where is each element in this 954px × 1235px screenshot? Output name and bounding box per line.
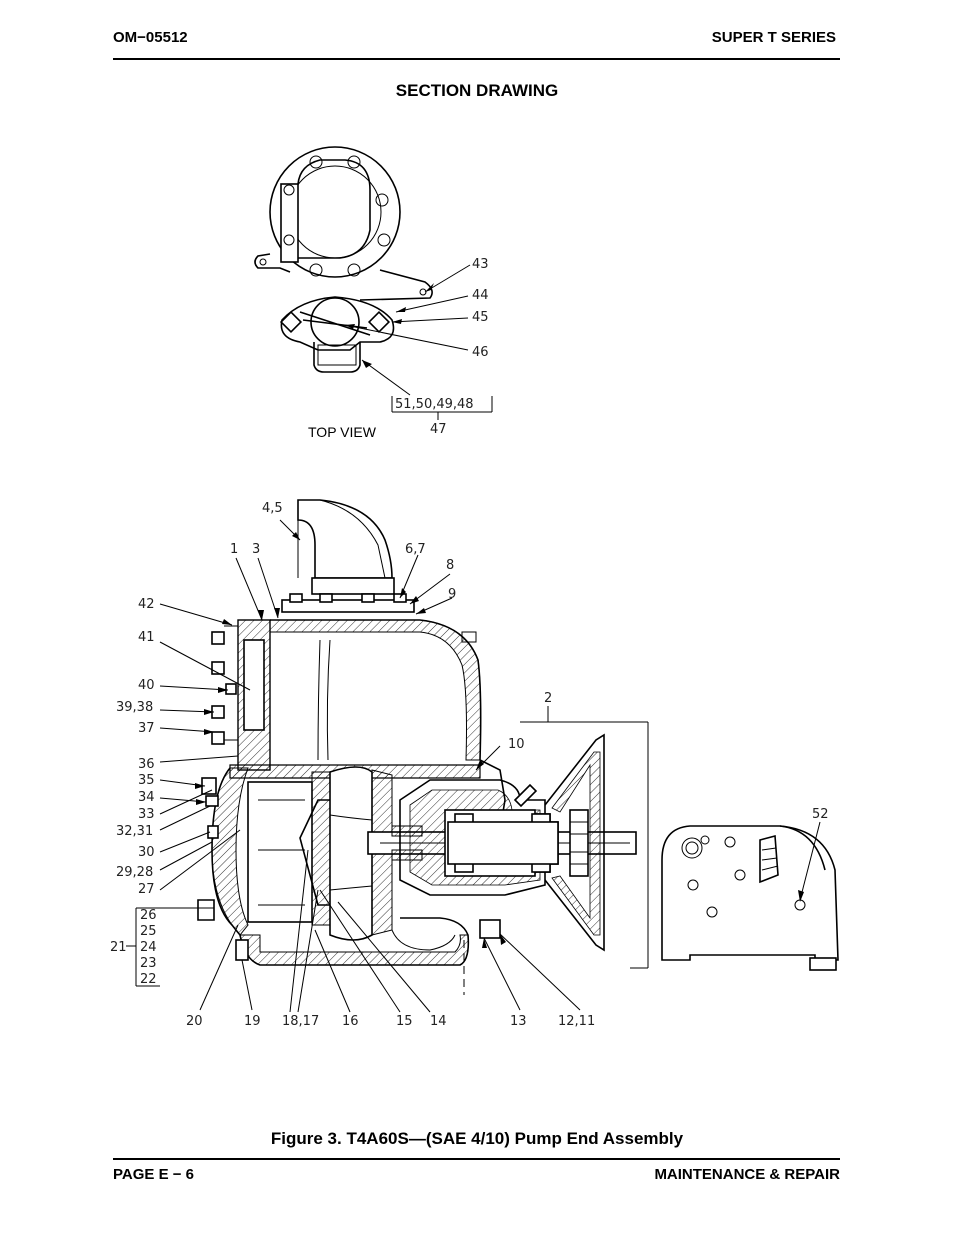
callout-46: 46 — [472, 345, 489, 360]
top-view-drawing — [254, 146, 493, 420]
callout-20: 20 — [186, 1014, 203, 1029]
section-leaders — [126, 519, 581, 1013]
section-title: SECTION DRAWING — [395, 81, 559, 100]
callout-23: 23 — [140, 956, 157, 971]
callout-19: 19 — [244, 1014, 261, 1029]
page-number: PAGE E − 6 — [113, 1166, 195, 1183]
callout-30: 30 — [138, 845, 155, 860]
callout-8: 8 — [446, 558, 454, 573]
doc-number: OM−05512 — [113, 29, 188, 46]
callout-39-38: 39,38 — [116, 700, 153, 715]
callout-26: 26 — [140, 908, 157, 923]
callout-15: 15 — [396, 1014, 413, 1029]
header-rule — [113, 58, 840, 60]
side-view-drawing — [661, 821, 839, 971]
callout-40: 40 — [138, 678, 155, 693]
callout-21: 21 — [110, 940, 127, 955]
figure-caption: Figure 3. T4A60S—(SAE 4/10) Pump End Ass… — [270, 1129, 684, 1148]
callout-37: 37 — [138, 721, 155, 736]
callout-25: 25 — [140, 924, 157, 939]
callout-18-17: 18,17 — [282, 1014, 319, 1029]
callout-9: 9 — [448, 587, 456, 602]
callout-2: 2 — [544, 691, 552, 706]
callout-45: 45 — [472, 310, 489, 325]
callout-29-28: 29,28 — [116, 865, 153, 880]
callout-27: 27 — [138, 882, 155, 897]
callout-10: 10 — [508, 737, 525, 752]
callout-36: 36 — [138, 757, 155, 772]
section-name: MAINTENANCE & REPAIR — [654, 1166, 840, 1183]
callout-12-11: 12,11 — [558, 1014, 595, 1029]
callout-44: 44 — [472, 288, 489, 303]
callout-47: 47 — [430, 422, 447, 437]
callout-42: 42 — [138, 597, 155, 612]
callout-33: 33 — [138, 807, 155, 822]
callout-51-50-49-48: 51,50,49,48 — [395, 397, 474, 412]
callout-1: 1 — [230, 542, 238, 557]
callout-34: 34 — [138, 790, 155, 805]
footer-rule — [113, 1158, 840, 1160]
callout-52: 52 — [812, 807, 829, 822]
callout-14: 14 — [430, 1014, 447, 1029]
callout-22: 22 — [140, 972, 157, 987]
callout-16: 16 — [342, 1014, 359, 1029]
callout-35: 35 — [138, 773, 155, 788]
callout-32-31: 32,31 — [116, 824, 153, 839]
callout-41: 41 — [138, 630, 155, 645]
series-name: SUPER T SERIES — [711, 29, 836, 46]
top-view-label: TOP VIEW — [308, 424, 377, 440]
callout-24: 24 — [140, 940, 157, 955]
callout-43: 43 — [472, 257, 489, 272]
callout-4-5: 4,5 — [262, 501, 283, 516]
callout-6-7: 6,7 — [405, 542, 426, 557]
section-view-drawing — [197, 499, 649, 995]
callout-13: 13 — [510, 1014, 527, 1029]
callout-3: 3 — [252, 542, 260, 557]
